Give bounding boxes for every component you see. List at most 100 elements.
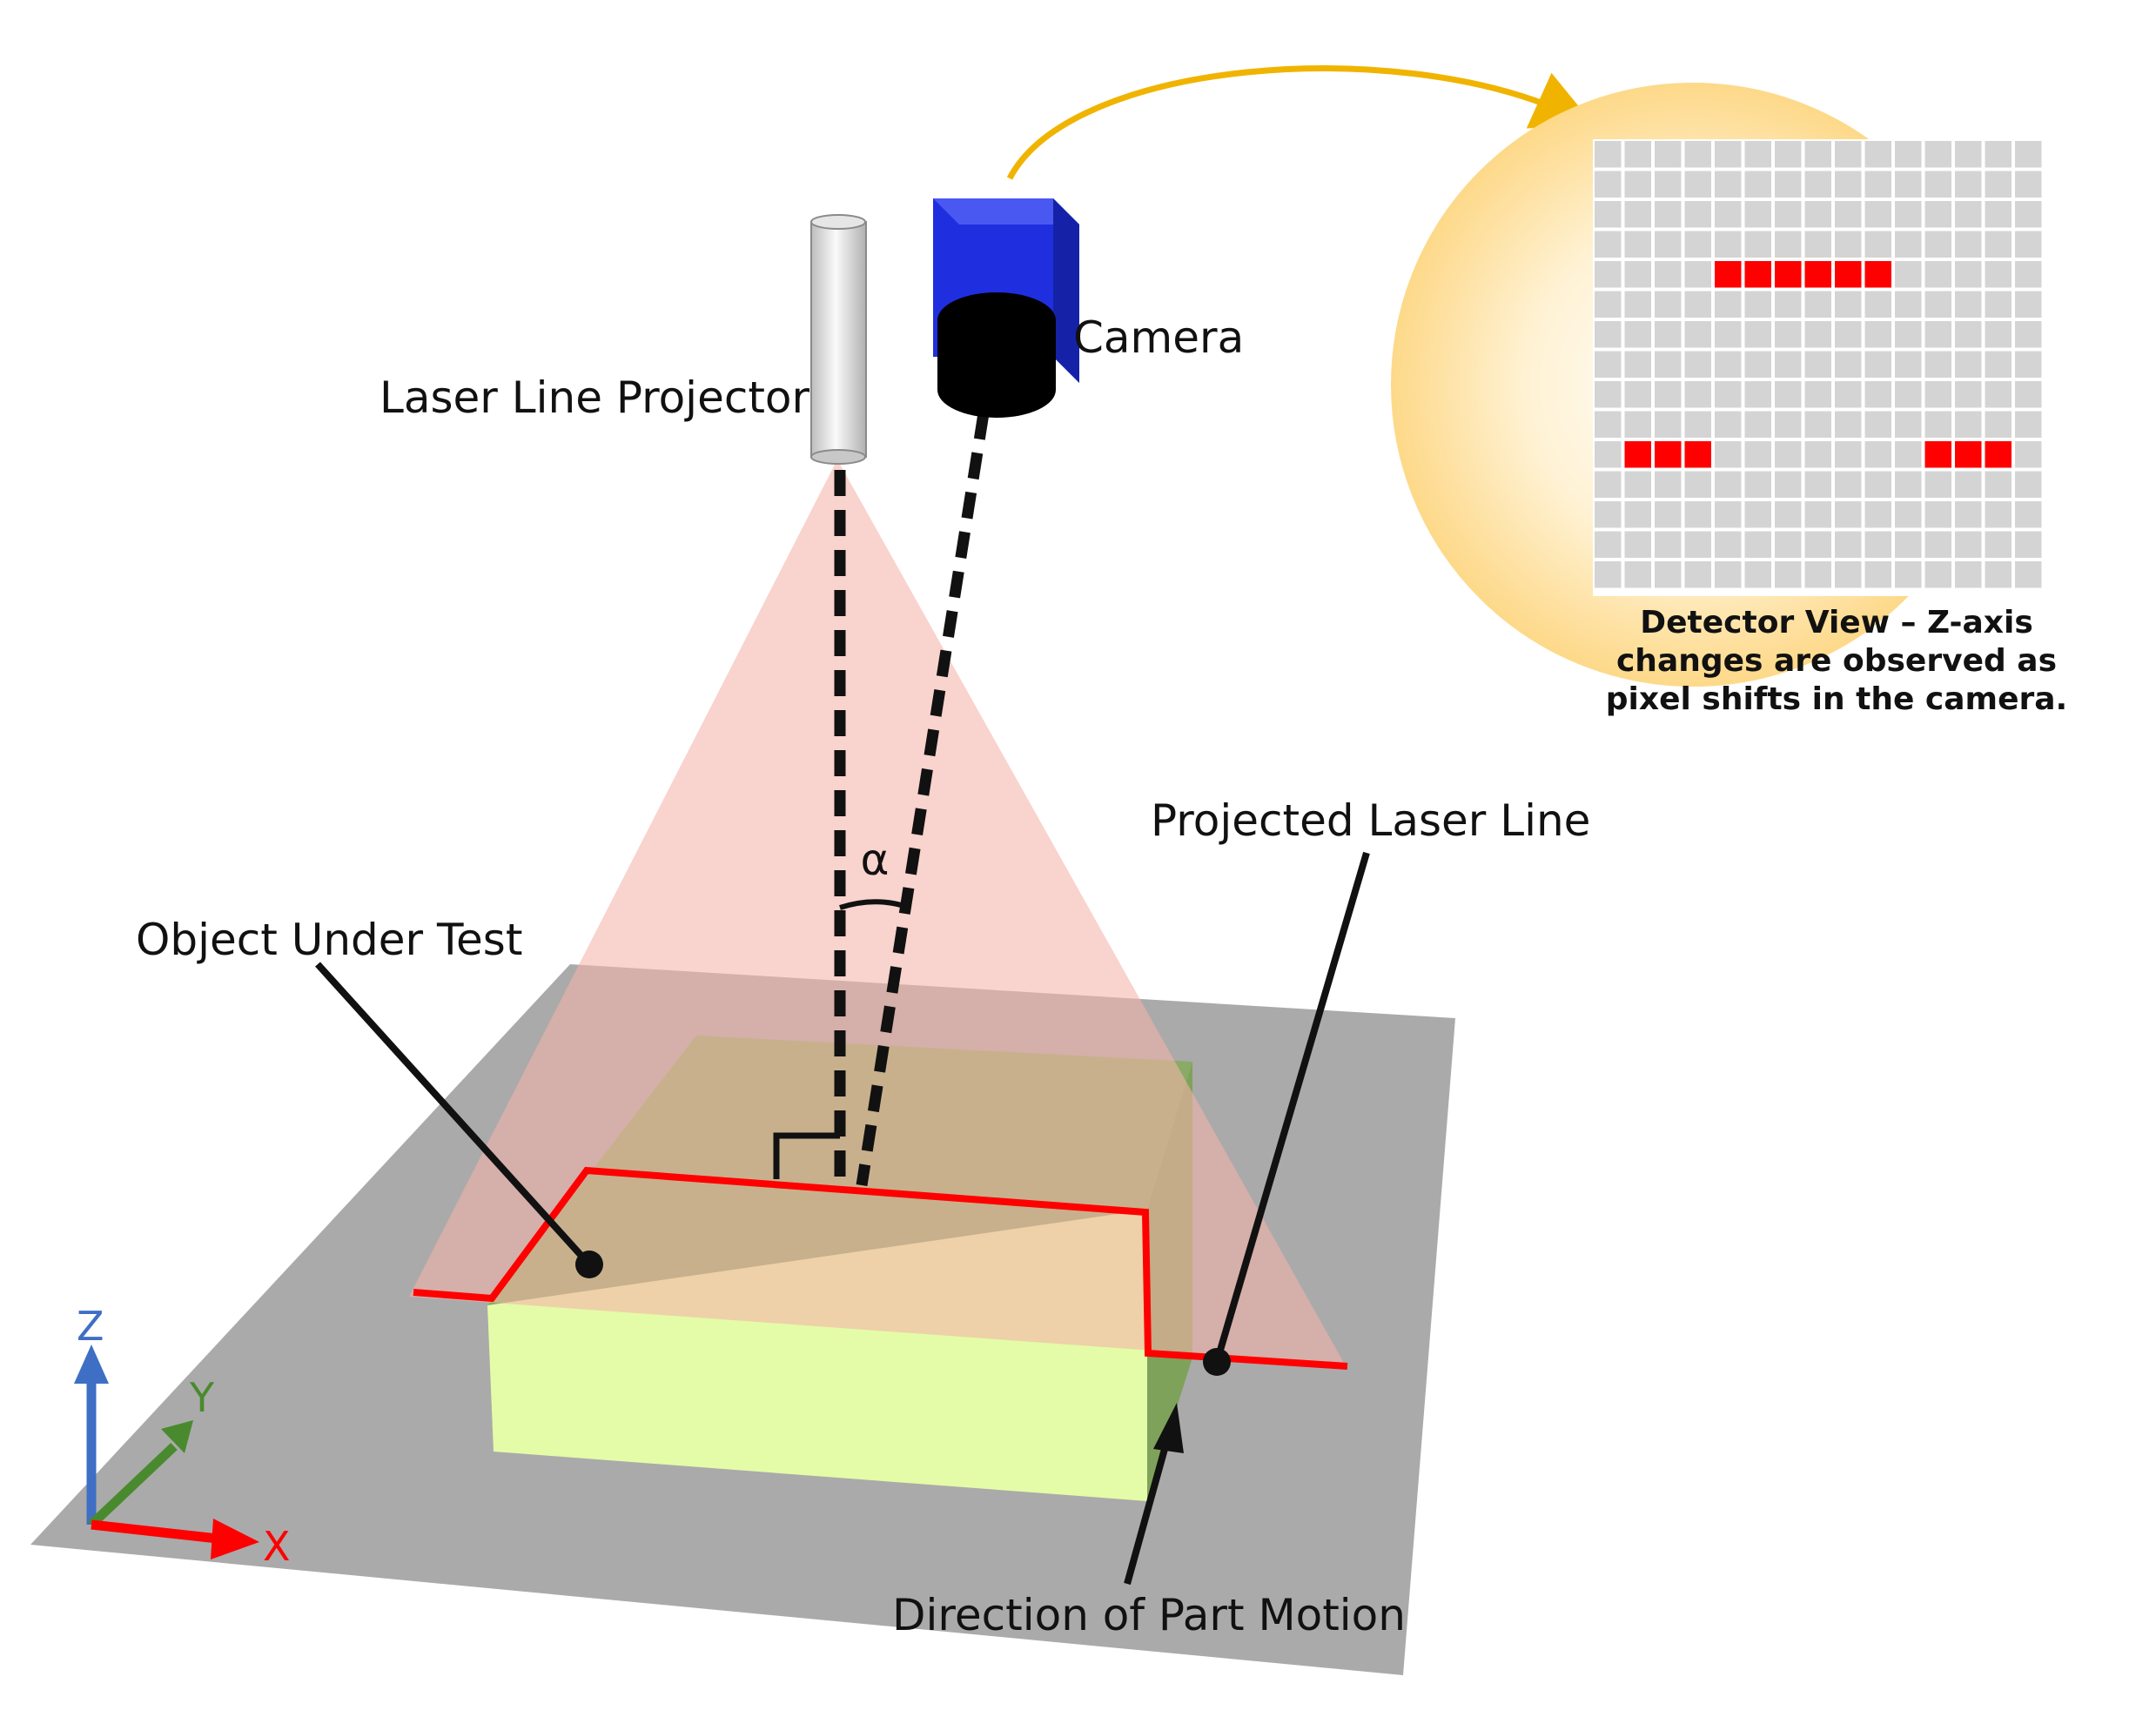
x-axis-label: X [263, 1523, 291, 1570]
detector-pixel [1744, 351, 1771, 378]
detector-pixel [1924, 501, 1951, 528]
detector-pixel [1595, 351, 1622, 378]
detector-pixel [1955, 531, 1982, 558]
detector-pixel [1835, 381, 1862, 408]
detector-pixel [1775, 141, 1802, 168]
detector-pixel [1804, 471, 1831, 498]
detector-pixel [1655, 471, 1682, 498]
detector-pixel [1655, 201, 1682, 228]
detector-pixel [1595, 321, 1622, 348]
detector-pixel [1835, 561, 1862, 588]
detector-pixel [1655, 261, 1682, 288]
detector-pixel [1744, 411, 1771, 438]
detector-pixel [1985, 411, 2012, 438]
detector-pixel [1744, 141, 1771, 168]
detector-pixel [1804, 291, 1831, 318]
projected-laser-line [413, 1166, 1348, 1370]
detector-pixel [1895, 171, 1922, 198]
detector-pixel-lit [1684, 441, 1711, 468]
detector-pixel [1744, 381, 1771, 408]
detector-pixel [1775, 291, 1802, 318]
detector-pixel [1655, 501, 1682, 528]
detector-pixel [1985, 351, 2012, 378]
detector-pixel [1924, 291, 1951, 318]
detector-pixel [1804, 531, 1831, 558]
detector-caption-line-3: pixel shifts in the camera. [1606, 681, 2067, 717]
detector-pixel [1775, 381, 1802, 408]
detector-pixel [1804, 351, 1831, 378]
detector-pixel [1715, 561, 1742, 588]
detector-pixel [1744, 291, 1771, 318]
detector-pixel [1895, 321, 1922, 348]
detector-pixel [1744, 531, 1771, 558]
detector-pixel [1684, 291, 1711, 318]
detector-pixel [1715, 411, 1742, 438]
detector-pixel [1624, 561, 1651, 588]
detector-pixel-lit [1804, 261, 1831, 288]
alpha-label: α [861, 835, 890, 885]
detector-pixel [1804, 441, 1831, 468]
detector-pixel [1624, 261, 1651, 288]
detector-pixel [1624, 291, 1651, 318]
detector-pixel [1684, 561, 1711, 588]
detector-pixel [1804, 201, 1831, 228]
detector-pixel [1864, 201, 1891, 228]
detector-pixel-lit [1715, 261, 1742, 288]
detector-pixel [1595, 141, 1622, 168]
detector-pixel [1655, 291, 1682, 318]
detector-pixel [1624, 411, 1651, 438]
detector-pixel [2015, 471, 2042, 498]
detector-pixel [1955, 411, 1982, 438]
detector-pixel [1864, 471, 1891, 498]
detector-pixel [1684, 321, 1711, 348]
detector-pixel [1895, 441, 1922, 468]
detector-pixel-lit [1624, 441, 1651, 468]
detector-pixel [1864, 531, 1891, 558]
detector-pixel [1684, 531, 1711, 558]
detector-pixel [1595, 291, 1622, 318]
detector-pixel [1804, 141, 1831, 168]
detector-pixel [1924, 171, 1951, 198]
detector-pixel [1715, 321, 1742, 348]
detector-pixel [1804, 411, 1831, 438]
detector-pixel [1864, 501, 1891, 528]
detector-pixel [1955, 231, 1982, 258]
detector-pixel [1595, 531, 1622, 558]
detector-pixel [1835, 231, 1862, 258]
detector-pixel [1775, 321, 1802, 348]
detector-pixel [1624, 501, 1651, 528]
detector-pixel [1655, 231, 1682, 258]
detector-pixel [1744, 231, 1771, 258]
detector-pixel [1775, 171, 1802, 198]
detector-pixel [1955, 351, 1982, 378]
detector-pixel-lit [1835, 261, 1862, 288]
detector-pixel [1715, 171, 1742, 198]
detector-pixel [1775, 201, 1802, 228]
detector-pixel [1835, 501, 1862, 528]
detector-pixel [1895, 141, 1922, 168]
detector-pixel [2015, 411, 2042, 438]
detector-pixel [1895, 261, 1922, 288]
detector-pixel [1775, 531, 1802, 558]
detector-pixel [1684, 171, 1711, 198]
laser-projector-label: Laser Line Projector [379, 372, 810, 423]
detector-pixel [2015, 201, 2042, 228]
detector-pixel [1835, 321, 1862, 348]
detector-pixel [2015, 231, 2042, 258]
detector-pixel [1835, 351, 1862, 378]
detector-pixel [1655, 411, 1682, 438]
projected-laser-line-label: Projected Laser Line [1151, 795, 1590, 846]
detector-pixel [1955, 471, 1982, 498]
detector-pixel [1744, 441, 1771, 468]
detector-pixel [1924, 411, 1951, 438]
detector-pixel [1864, 231, 1891, 258]
detector-pixel [1744, 561, 1771, 588]
detector-pixel [1985, 561, 2012, 588]
detector-pixel [1624, 381, 1651, 408]
detector-pixel [1684, 501, 1711, 528]
detector-pixel [1924, 261, 1951, 288]
detector-pixel [1924, 231, 1951, 258]
coordinate-axes: Z Y X [74, 1303, 291, 1570]
detector-view: Detector View – Z-axis changes are obser… [1391, 83, 2067, 717]
detector-pixel [1835, 471, 1862, 498]
